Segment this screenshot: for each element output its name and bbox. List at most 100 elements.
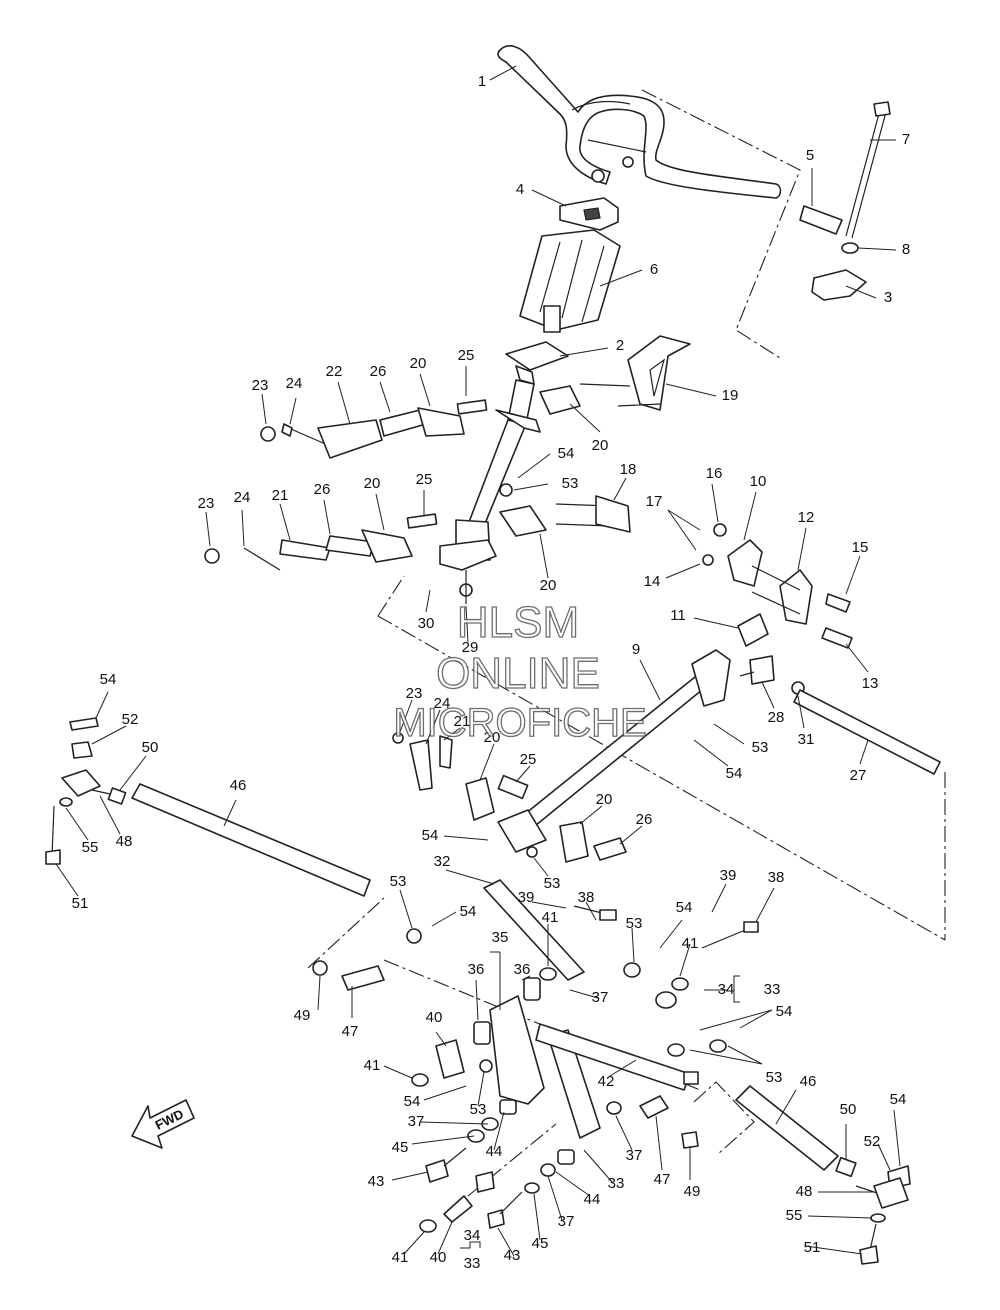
fwd-arrow-icon: FWD (131, 1099, 195, 1149)
callout-label: 15 (852, 539, 869, 556)
callout-label: 43 (368, 1173, 385, 1190)
callout-label: 41 (682, 935, 699, 952)
callout-label: 23 (252, 377, 269, 394)
tie-rod-left (45, 717, 371, 897)
upper-link-set (260, 385, 581, 459)
leader-lines (55, 65, 901, 1257)
callout-label: 8 (902, 241, 910, 258)
callout-label: 49 (684, 1183, 701, 1200)
handlebar (497, 45, 782, 199)
watermark-line-2: ONLINE (436, 649, 600, 698)
callout-label: 9 (632, 641, 640, 658)
holder-bolt-7 (845, 101, 891, 239)
callout-label: 17 (646, 493, 663, 510)
callout-label: 19 (722, 387, 739, 404)
washer-8 (841, 242, 859, 254)
callout-label: 40 (430, 1249, 447, 1266)
callout-label: 54 (890, 1091, 907, 1108)
lower-link-set (392, 732, 627, 863)
callout-label: 54 (100, 671, 117, 688)
callout-label: 38 (768, 869, 785, 886)
callout-label: 34 (464, 1227, 481, 1244)
bracket-10-12 (702, 523, 853, 649)
callout-label: 39 (518, 889, 535, 906)
pitman-arm-assembly (473, 879, 759, 1139)
callout-label: 39 (720, 867, 737, 884)
callout-label: 41 (392, 1249, 409, 1266)
callout-label: 54 (460, 903, 477, 920)
callout-label: 20 (540, 577, 557, 594)
callout-label: 1 (478, 73, 486, 90)
callout-label: 36 (514, 961, 531, 978)
callout-label: 14 (644, 573, 661, 590)
callout-label: 41 (542, 909, 559, 926)
callout-label: 52 (864, 1133, 881, 1150)
callout-label: 13 (862, 675, 879, 692)
callout-label: 20 (596, 791, 613, 808)
callout-label: 52 (122, 711, 139, 728)
callout-label: 37 (558, 1213, 575, 1230)
callout-label: 45 (532, 1235, 549, 1252)
callout-label: 50 (142, 739, 159, 756)
callout-label: 24 (434, 695, 451, 712)
callout-label: 22 (326, 363, 343, 380)
callout-label: 37 (592, 989, 609, 1006)
callout-label: 54 (558, 445, 575, 462)
callout-label: 54 (776, 1003, 793, 1020)
callout-label: 26 (636, 811, 653, 828)
callout-label: 37 (626, 1147, 643, 1164)
callout-label: 50 (840, 1101, 857, 1118)
callout-label: 25 (416, 471, 433, 488)
callout-label: 25 (520, 751, 537, 768)
callout-label: 4 (516, 181, 524, 198)
center-shaft-9 (497, 649, 731, 853)
callout-label: 24 (286, 375, 303, 392)
callout-label: 53 (752, 739, 769, 756)
collar-11 (737, 613, 769, 647)
callout-label: 34 (718, 981, 735, 998)
callout-label: 30 (418, 615, 435, 632)
bracket-19 (579, 335, 691, 411)
callout-label: 40 (426, 1009, 443, 1026)
callout-label: 44 (486, 1143, 503, 1160)
callout-label: 20 (364, 475, 381, 492)
callout-label: 23 (198, 495, 215, 512)
callout-label: 38 (578, 889, 595, 906)
callout-label: 54 (404, 1093, 421, 1110)
callout-label: 43 (504, 1247, 521, 1264)
callout-label: 32 (434, 853, 451, 870)
callout-label: 24 (234, 489, 251, 506)
lower-holder-3 (811, 269, 867, 301)
callout-label: 31 (798, 731, 815, 748)
callout-label: 53 (562, 475, 579, 492)
plate-5 (799, 205, 843, 235)
callout-labels: 1 4 6 2 5 7 8 3 19 25 20 26 22 24 23 20 … (72, 73, 911, 1272)
callout-label: 25 (458, 347, 475, 364)
callout-label: 33 (608, 1175, 625, 1192)
callout-label: 6 (650, 261, 658, 278)
callout-label: 47 (654, 1171, 671, 1188)
callout-label: 53 (390, 873, 407, 890)
callout-label: 5 (806, 147, 814, 164)
tie-rod-right-lower (735, 1085, 911, 1265)
handlebar-cover (519, 229, 621, 333)
callout-label: 42 (598, 1073, 615, 1090)
callout-label: 12 (798, 509, 815, 526)
callout-label: 53 (544, 875, 561, 892)
callout-label: 51 (72, 895, 89, 912)
callout-label: 16 (706, 465, 723, 482)
callout-label: 7 (902, 131, 910, 148)
callout-label: 45 (392, 1139, 409, 1156)
callout-label: 46 (230, 777, 247, 794)
callout-label: 47 (342, 1023, 359, 1040)
callout-label: 20 (410, 355, 427, 372)
callout-label: 48 (796, 1183, 813, 1200)
watermark: HLSM ONLINE MICROFICHE (393, 597, 648, 745)
callout-label: 46 (800, 1073, 817, 1090)
callout-label: 33 (764, 981, 781, 998)
callout-label: 41 (364, 1057, 381, 1074)
callout-label: 54 (726, 765, 743, 782)
middle-link-set (204, 483, 631, 571)
callout-label: 18 (620, 461, 637, 478)
